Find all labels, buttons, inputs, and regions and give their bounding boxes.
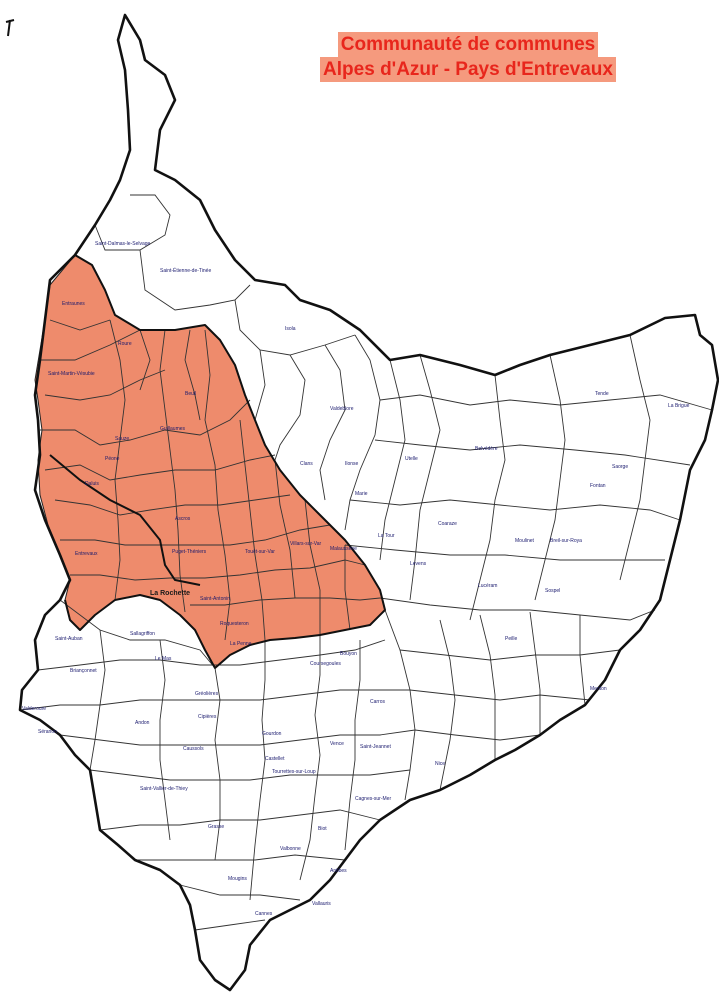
commune-labels: Saint-Dalmas-le-Selvage Saint-Étienne-de…: [22, 241, 690, 917]
commune-boundaries: [19, 194, 713, 931]
commune-label: Saint-Jeannet: [360, 744, 391, 750]
commune-label: Cagnes-sur-Mer: [355, 796, 391, 802]
commune-label: Mougins: [228, 876, 247, 882]
commune-label: Touët-sur-Var: [245, 549, 275, 555]
commune-label: Levens: [410, 561, 427, 567]
commune-label: Valbonne: [280, 846, 301, 852]
commune-label: Coaraze: [438, 521, 457, 527]
commune-label: Peille: [505, 636, 517, 642]
commune-label: Puget-Théniers: [172, 549, 207, 555]
commune-label: Saint-Étienne-de-Tinée: [160, 267, 211, 274]
commune-label: Marie: [355, 491, 368, 497]
commune-label: Caussols: [183, 746, 204, 752]
commune-label: Clans: [300, 461, 313, 467]
commune-label: Cannes: [255, 911, 273, 917]
commune-label: Menton: [590, 686, 607, 692]
commune-label: Briançonnet: [70, 668, 97, 674]
commune-label: Biot: [318, 826, 327, 832]
commune-label: Nice: [435, 761, 445, 767]
commune-label: Valderoure: [22, 706, 46, 712]
commune-label: Ilonse: [345, 461, 359, 467]
commune-label: Moulinet: [515, 538, 535, 544]
commune-label: Carros: [370, 699, 386, 705]
map-title-line2: Alpes d'Azur - Pays d'Entrevaux: [320, 57, 616, 82]
highlight-commune-boundaries: [40, 319, 381, 641]
commune-label: Villars-sur-Var: [290, 541, 322, 547]
commune-label: La Rochette: [150, 590, 190, 597]
commune-label: Roure: [118, 341, 132, 347]
commune-label: Entrevaux: [75, 551, 98, 557]
commune-label: Saint-Antonin: [200, 596, 230, 602]
map-title-line1: Communauté de communes: [337, 32, 599, 57]
commune-label: La Brigue: [668, 403, 690, 409]
commune-label: La Tour: [378, 533, 395, 539]
commune-label: Breil-sur-Roya: [550, 538, 582, 544]
commune-label: Saint-Martin-Vésubie: [48, 371, 95, 377]
commune-label: Valdeblore: [330, 406, 354, 412]
commune-label: Beuil: [185, 391, 196, 397]
commune-label: La Penne: [230, 641, 252, 647]
commune-label: Guillaumes: [160, 426, 186, 432]
commune-label: Sospel: [545, 588, 560, 594]
region-border: [64, 254, 386, 669]
commune-label: Séranon: [38, 729, 57, 735]
commune-label: Tourrettes-sur-Loup: [272, 769, 316, 775]
commune-label: Coursegoules: [310, 661, 341, 667]
commune-label: Lucéram: [478, 583, 497, 589]
commune-label: Utelle: [405, 456, 418, 462]
commune-label: Castellet: [265, 756, 285, 762]
commune-label: Vallauris: [312, 901, 331, 907]
corner-mark: [5, 19, 15, 37]
commune-label: Saorge: [612, 464, 628, 470]
commune-label: Malaussène: [330, 546, 357, 552]
commune-label: Sauze: [115, 436, 129, 442]
commune-label: Isola: [285, 326, 296, 332]
commune-label: Antibes: [330, 868, 347, 874]
commune-label: Ascros: [175, 516, 191, 522]
commune-label: Vence: [330, 741, 344, 747]
commune-label: Gréolières: [195, 691, 219, 697]
commune-label: Entraunes: [62, 301, 85, 307]
commune-label: Cipières: [198, 714, 217, 720]
commune-label: Grasse: [208, 824, 224, 830]
commune-label: Saint-Vallier-de-Thiey: [140, 786, 188, 792]
var-river-line: [49, 454, 201, 586]
commune-label: Daluis: [85, 481, 99, 487]
commune-label: Tende: [595, 391, 609, 397]
commune-label: Péone: [105, 456, 120, 462]
commune-label: Saint-Auban: [55, 636, 83, 642]
commune-label: Belvédère: [475, 446, 498, 452]
commune-label: Saint-Dalmas-le-Selvage: [95, 241, 151, 247]
map-title: Communauté de communes Alpes d'Azur - Pa…: [278, 32, 658, 82]
commune-label: Andon: [135, 720, 150, 726]
commune-label: Roquesteron: [220, 621, 249, 627]
commune-label: Le Mas: [155, 656, 172, 662]
commune-label: Gourdon: [262, 731, 282, 737]
commune-label: Sallagriffon: [130, 631, 155, 637]
department-border: [18, 13, 719, 992]
commune-label: Bouyon: [340, 651, 357, 657]
commune-label: Fontan: [590, 483, 606, 489]
